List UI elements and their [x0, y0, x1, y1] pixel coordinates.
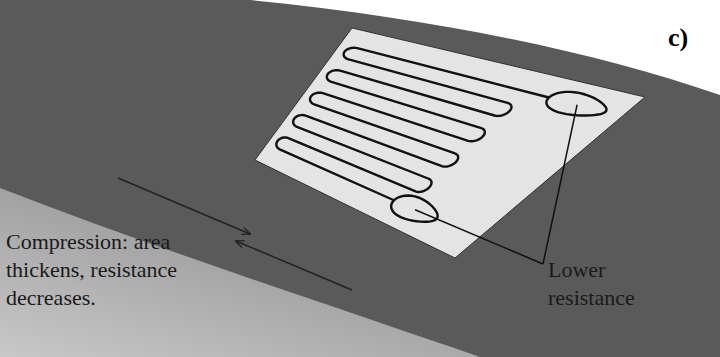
substrate-side [0, 188, 480, 357]
leader-line [415, 210, 543, 264]
note: Compression: area thickens, resistance d… [6, 228, 221, 312]
callout-label: Lower resistance [548, 256, 668, 312]
gauge-sheet [255, 28, 645, 258]
serpentine-trace [276, 48, 549, 200]
strain-gauge [255, 28, 645, 258]
compression-arrow [118, 178, 250, 234]
solder-pad [546, 92, 606, 116]
leader-lines [415, 105, 577, 264]
solder-pad [391, 196, 438, 222]
leader-line [543, 105, 577, 264]
compression-arrow [236, 241, 352, 290]
panel-letter: c) [668, 24, 688, 52]
